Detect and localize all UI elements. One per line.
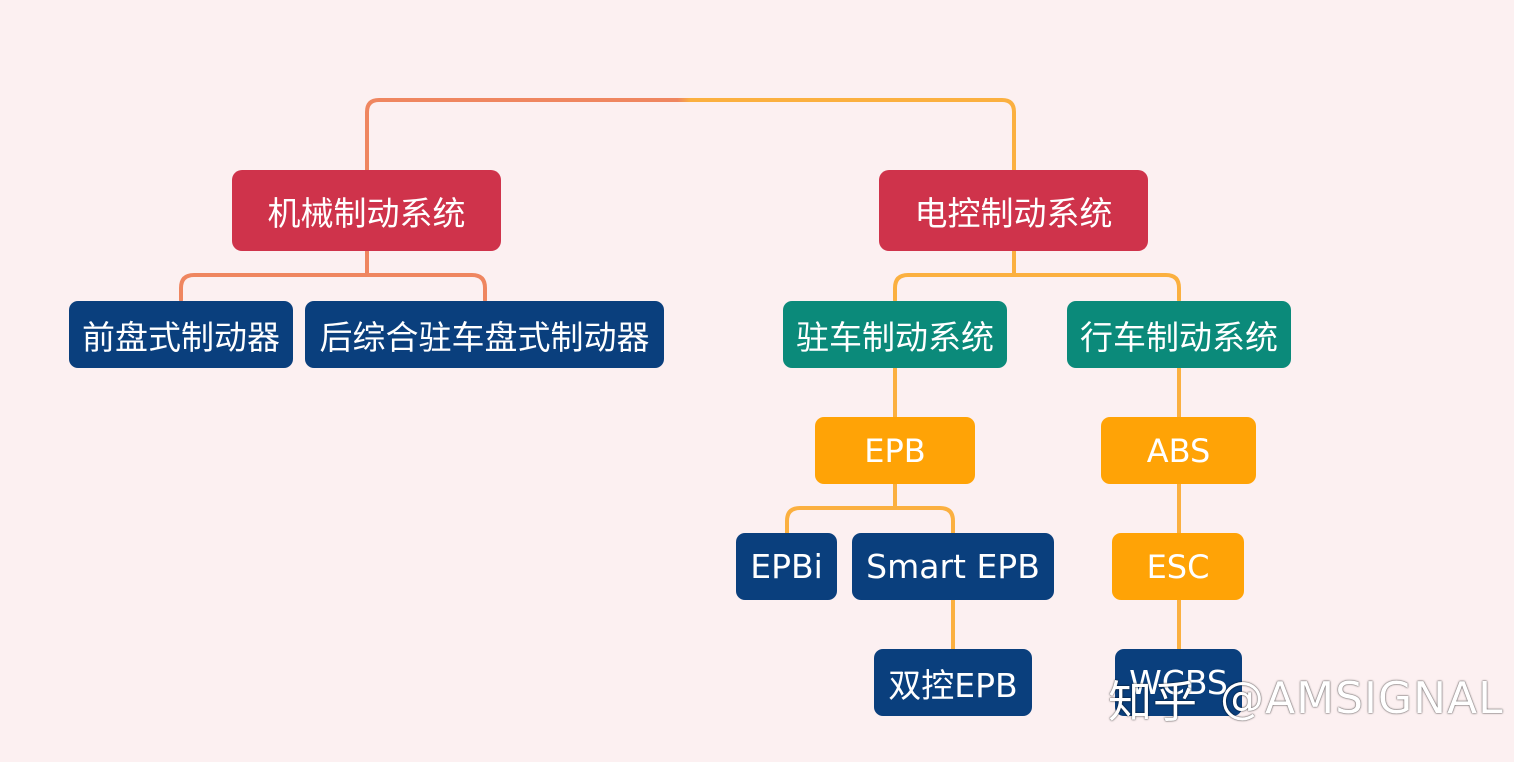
node-label: 双控EPB [888,665,1018,705]
node-label: 机械制动系统 [267,193,466,233]
watermark: 知乎 @AMSIGNAL [1108,668,1504,729]
node-label: WCBS [1129,663,1228,702]
node-parking-brake-system: 驻车制动系统 [783,301,1007,368]
node-wcbs: WCBS [1115,649,1242,716]
node-epb: EPB [815,417,975,484]
node-service-brake-system: 行车制动系统 [1067,301,1291,368]
watermark-site: 知乎 [1108,677,1198,728]
node-label: 后综合驻车盘式制动器 [319,317,650,357]
node-label: ESC [1146,547,1210,586]
node-electronic-brake-system: 电控制动系统 [879,170,1148,251]
node-label: 电控制动系统 [914,193,1113,233]
epb-connector [785,482,955,535]
node-abs: ABS [1101,417,1256,484]
node-label: EPBi [750,547,823,586]
node-epbi: EPBi [736,533,837,600]
node-smart-epb: Smart EPB [852,533,1054,600]
node-label: 驻车制动系统 [796,317,994,357]
node-front-disc-brake: 前盘式制动器 [69,301,293,368]
watermark-handle: @AMSIGNAL [1220,672,1504,724]
node-label: EPB [864,431,926,470]
node-label: 前盘式制动器 [82,317,280,357]
node-mechanical-brake-system: 机械制动系统 [232,170,501,251]
electronic-connector [893,249,1181,302]
root-connector [365,98,1016,172]
node-label: 行车制动系统 [1080,317,1278,357]
node-esc: ESC [1112,533,1244,600]
node-dual-control-epb: 双控EPB [874,649,1032,716]
node-label: ABS [1146,431,1211,470]
node-rear-integrated-parking-disc-brake: 后综合驻车盘式制动器 [305,301,664,368]
node-label: Smart EPB [866,547,1040,586]
mechanical-connector [179,249,487,302]
